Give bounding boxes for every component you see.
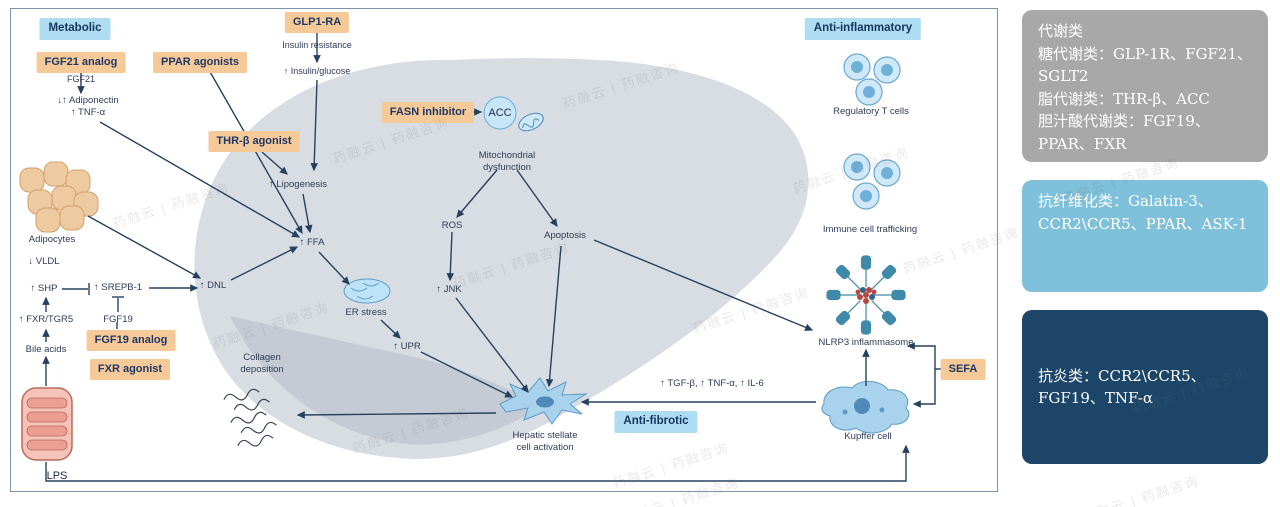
node-insulin-glucose: ↑ Insulin/glucose: [283, 66, 351, 76]
collagen-fibers-icon: [223, 388, 277, 447]
legend-metabolic-title: 代谢类: [1038, 22, 1084, 40]
node-collagen-line2: deposition: [240, 363, 284, 375]
legend-fibrosis-text: 抗纤维化类：Galatin-3、CCR2\CCR5、PPAR、ASK-1: [1038, 192, 1248, 233]
node-lipogenesis: ↑ Lipogenesis: [268, 179, 328, 190]
drug-fgf21-analog: FGF21 analog: [36, 52, 126, 73]
node-adiponectin: ↓↑ Adiponectin: [57, 95, 119, 106]
node-regulatory-t-cells: Regulatory T cells: [833, 106, 909, 117]
arrow: [302, 193, 313, 234]
legend-fibrosis-panel: 抗纤维化类：Galatin-3、CCR2\CCR5、PPAR、ASK-1: [1022, 180, 1268, 292]
legend-metabolic-line1: 糖代谢类：GLP-1R、FGF21、SGLT2: [1038, 44, 1253, 86]
node-mito-line1: Mitochondrial: [478, 150, 536, 161]
drug-fasn-inhibitor: FASN inhibitor: [381, 102, 475, 123]
node-ffa: ↑ FFA: [299, 237, 325, 248]
node-fgf19: FGF19: [103, 314, 133, 325]
arrow: [593, 239, 814, 331]
node-collagen-line1: Collagen: [243, 352, 281, 363]
liver-icon: [194, 58, 809, 459]
category-metabolic: Metabolic: [39, 18, 111, 40]
arrow: [318, 251, 350, 285]
nlrp3-inflammasome-icon: [826, 255, 906, 335]
legend-metabolic-line2: 脂代谢类：THR-β、ACC: [1038, 89, 1210, 108]
node-collagen-deposition: Collagen deposition: [240, 352, 283, 376]
node-cytokines: ↑ TGF-β, ↑ TNF-α, ↑ IL-6: [660, 378, 764, 389]
node-srepb1: ↑ SREPB-1: [93, 282, 143, 293]
node-adipocytes: Adipocytes: [28, 234, 76, 245]
arrow: [87, 215, 202, 279]
regulatory-t-cells-icon: [843, 53, 901, 106]
node-immune-trafficking: Immune cell trafficking: [822, 224, 918, 235]
node-mito-line2: dysfunction: [482, 161, 532, 173]
acc-icon: [483, 96, 517, 130]
pathway-arrows: [42, 33, 944, 482]
intestine-icon: [21, 387, 73, 461]
legend-metabolic-line3: 胆汁酸代谢类：FGF19、PPAR、FXR: [1038, 112, 1210, 153]
arrow: [545, 245, 562, 388]
node-hsc-line2: cell activation: [516, 441, 574, 453]
drug-glp1-ra: GLP1-RA: [284, 12, 350, 33]
node-dnl: ↑ DNL: [199, 280, 227, 291]
node-acc: ACC: [488, 107, 512, 119]
node-hsc-line1: Hepatic stellate: [512, 430, 578, 441]
drug-fgf19-analog: FGF19 analog: [86, 330, 176, 351]
node-shp: ↑ SHP: [30, 283, 58, 294]
diagram-frame: [10, 8, 998, 492]
node-jnk: ↑ JNK: [436, 284, 462, 295]
legend-inflammation-text: 抗炎类：CCR2\CCR5、FGF19、TNF-α: [1038, 366, 1206, 408]
mitochondria-icon: [518, 112, 544, 132]
node-tnf: ↑ TNF-α: [70, 106, 106, 118]
arrow: [261, 151, 288, 175]
node-ros: ROS: [441, 220, 463, 231]
arrow: [310, 79, 319, 172]
drug-sefa: SEFA: [940, 359, 986, 380]
arrow: [456, 169, 498, 218]
legend-metabolic-panel: 代谢类 糖代谢类：GLP-1R、FGF21、SGLT2 脂代谢类：THR-β、A…: [1022, 10, 1268, 162]
arrow: [912, 369, 936, 408]
drug-fxr-agonist: FXR agonist: [89, 359, 171, 380]
node-adiponectin-tnf: ↓↑ Adiponectin ↑ TNF-α: [57, 95, 118, 119]
legend-inflammation-panel: 抗炎类：CCR2\CCR5、FGF19、TNF-α: [1022, 310, 1268, 464]
arrow: [380, 319, 401, 339]
node-fxr-tgr5: ↑ FXR/TGR5: [18, 314, 74, 325]
drug-ppar-agonists: PPAR agonists: [152, 52, 248, 73]
node-er-stress: ER stress: [345, 307, 387, 318]
node-apoptosis: Apoptosis: [544, 230, 586, 241]
arrow: [906, 342, 944, 370]
adipocytes-icon: [19, 161, 99, 233]
node-bile-acids: Bile acids: [25, 344, 67, 355]
node-upr: ↑ UPR: [393, 341, 421, 352]
arrow: [455, 297, 529, 393]
drug-thr-beta-agonist: THR-β agonist: [208, 131, 300, 152]
category-anti-inflammatory: Anti-inflammatory: [804, 18, 922, 40]
node-nlrp3: NLRP3 inflammasome: [818, 337, 914, 348]
node-fgf21: FGF21: [66, 74, 96, 84]
category-anti-fibrotic: Anti-fibrotic: [614, 411, 698, 433]
arrow: [516, 169, 558, 227]
arrow: [230, 246, 299, 281]
kupffer-cell-icon: [821, 381, 910, 434]
er-stress-icon: [343, 278, 391, 304]
arrow: [45, 444, 910, 482]
arrow: [296, 411, 497, 419]
node-mito-dysfunction: Mitochondrial dysfunction: [479, 150, 536, 174]
node-lps: LPS: [46, 470, 68, 482]
immune-cell-trafficking-icon: [843, 153, 901, 210]
arrow: [99, 121, 301, 238]
arrow: [420, 351, 514, 398]
node-insulin-resistance: Insulin resistance: [282, 40, 352, 50]
node-vldl: ↓ VLDL: [28, 256, 60, 267]
node-hepatic-stellate: Hepatic stellate cell activation: [513, 430, 578, 454]
arrow: [446, 231, 455, 282]
node-kupffer-cell: Kupffer cell: [844, 431, 892, 442]
